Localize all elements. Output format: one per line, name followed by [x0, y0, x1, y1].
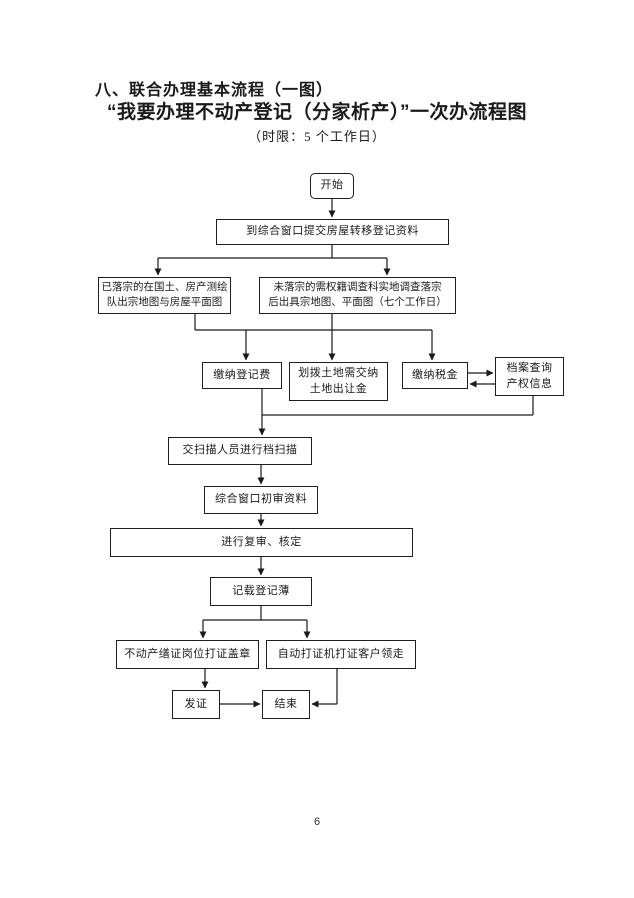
- section-heading: 八、联合办理基本流程（一图）: [95, 82, 334, 99]
- time-limit-note: （时限：5 个工作日）: [248, 129, 386, 144]
- flow-node-parcel-surveyed-line2: 队出宗地图与房屋平面图: [106, 296, 223, 308]
- flow-node-certificate-print-seal: 不动产缮证岗位打证盖章: [116, 640, 259, 669]
- flow-node-parcel-surveyed: 已落宗的在国土、房产测绘 队出宗地图与房屋平面图: [98, 277, 231, 314]
- flow-node-land-grant-fee-line2: 土地出让金: [309, 382, 368, 395]
- flow-node-parcel-unsurveyed-line1: 未落宗的需权籍调查科实地调查落宗: [273, 281, 442, 293]
- flow-node-parcel-surveyed-line1: 已落宗的在国土、房产测绘: [101, 281, 228, 293]
- flow-node-land-grant-fee: 划拨土地需交纳 土地出让金: [289, 362, 388, 401]
- flow-node-land-grant-fee-line1: 划拨土地需交纳: [298, 367, 379, 380]
- flow-node-end: 结束: [262, 690, 310, 719]
- flow-node-archive-query-line2: 产权信息: [506, 377, 553, 390]
- flow-node-parcel-unsurveyed-line2: 后出具宗地图、平面图（七个工作日）: [268, 296, 447, 308]
- flow-node-archive-query-line1: 档案查询: [506, 362, 553, 375]
- flow-node-auto-print-machine: 自动打证机打证客户领走: [266, 640, 416, 669]
- flow-node-initial-review: 综合窗口初审资料: [204, 486, 318, 514]
- flow-node-parcel-unsurveyed: 未落宗的需权籍调查科实地调查落宗 后出具宗地图、平面图（七个工作日）: [259, 277, 456, 314]
- flow-node-submit-materials: 到综合窗口提交房屋转移登记资料: [216, 219, 449, 245]
- flow-node-start: 开始: [310, 173, 354, 199]
- page-number: 6: [313, 816, 321, 828]
- flow-node-record-register: 记载登记薄: [210, 577, 312, 606]
- flowchart-title: “我要办理不动产登记（分家析产）”一次办流程图: [107, 102, 528, 123]
- flow-node-pay-tax: 缴纳税金: [402, 362, 468, 389]
- flow-node-document-scan: 交扫描人员进行档扫描: [168, 437, 312, 465]
- flow-node-archive-query: 档案查询 产权信息: [495, 357, 564, 396]
- flow-node-final-review: 进行复审、核定: [110, 528, 413, 557]
- flow-node-issue-certificate: 发证: [172, 690, 220, 719]
- flow-node-pay-registration-fee: 缴纳登记费: [202, 362, 282, 389]
